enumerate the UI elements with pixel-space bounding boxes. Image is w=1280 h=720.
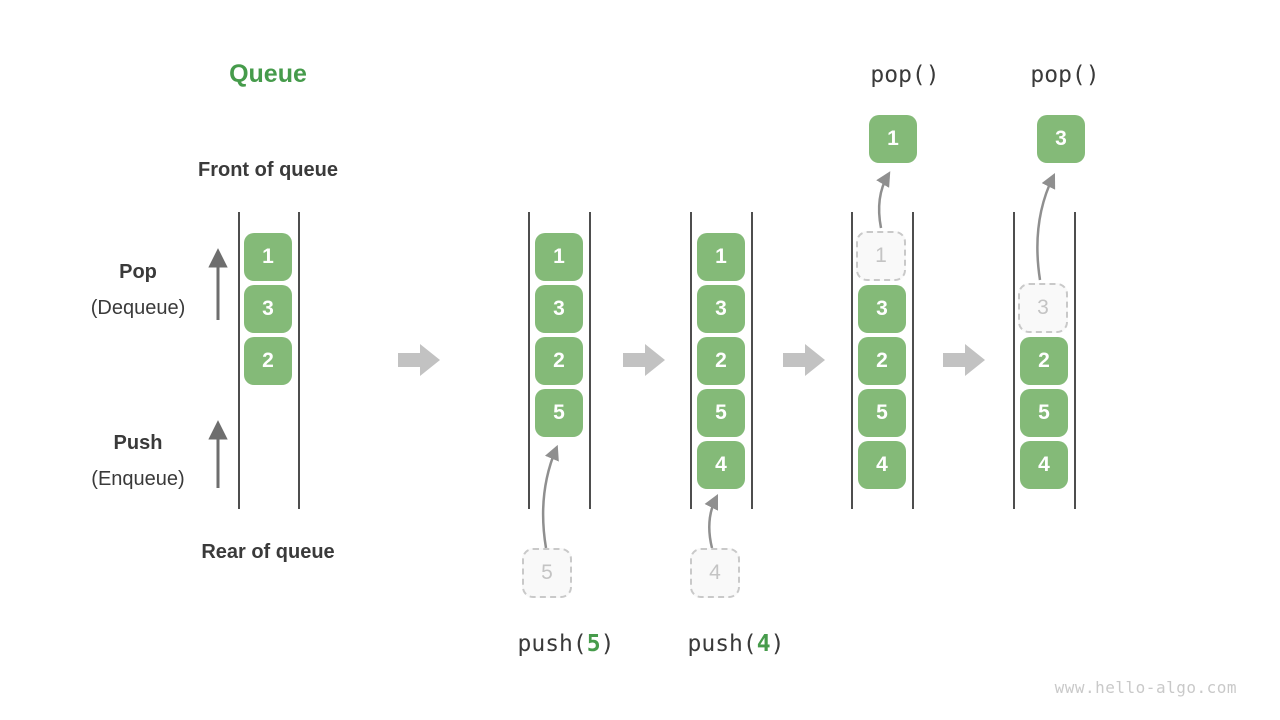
queue-item: 4 <box>697 441 745 489</box>
rear-of-queue-label: Rear of queue <box>201 541 335 563</box>
queue-item: 5 <box>697 389 745 437</box>
queue-item: 3 <box>697 285 745 333</box>
queue-item: 2 <box>1020 337 1068 385</box>
queue-item: 5 <box>1020 389 1068 437</box>
channel-wall <box>690 212 692 509</box>
queue-item: 1 <box>244 233 292 281</box>
queue-item: 4 <box>1020 441 1068 489</box>
queue-item: 2 <box>535 337 583 385</box>
next-step-arrow-icon <box>783 344 825 376</box>
front-of-queue-label: Front of queue <box>198 159 338 181</box>
popped-item: 3 <box>1037 115 1085 163</box>
queue-item: 5 <box>535 389 583 437</box>
queue-item: 3 <box>858 285 906 333</box>
queue-item: 2 <box>697 337 745 385</box>
next-step-arrow-icon <box>623 344 665 376</box>
queue-item: 4 <box>858 441 906 489</box>
queue-item: 3 <box>244 285 292 333</box>
queue-item: 3 <box>535 285 583 333</box>
channel-wall <box>1074 212 1076 509</box>
diagram-title: Queue <box>229 60 307 88</box>
channel-wall <box>298 212 300 509</box>
removed-item-ghost: 3 <box>1018 283 1068 333</box>
next-step-arrow-icon <box>398 344 440 376</box>
incoming-item-ghost: 5 <box>522 548 572 598</box>
push-alias-label: (Enqueue) <box>91 468 185 490</box>
queue-item: 1 <box>535 233 583 281</box>
channel-wall <box>589 212 591 509</box>
pop-label: Pop <box>119 261 157 283</box>
channel-wall <box>751 212 753 509</box>
pop-curve-arrow-icon <box>876 171 891 229</box>
pop-curve-arrow-icon <box>1036 172 1056 281</box>
channel-wall <box>851 212 853 509</box>
popped-item: 1 <box>869 115 917 163</box>
next-step-arrow-icon <box>943 344 985 376</box>
push-label: Push <box>113 432 163 454</box>
watermark: www.hello-algo.com <box>1054 678 1237 697</box>
channel-wall <box>238 212 240 509</box>
incoming-item-ghost: 4 <box>690 548 740 598</box>
channel-wall <box>1013 212 1015 509</box>
push-curve-arrow-icon <box>541 444 559 549</box>
queue-item: 1 <box>697 233 745 281</box>
pop-operation-label: pop() <box>1030 62 1100 88</box>
channel-wall <box>912 212 914 509</box>
push-operation-label: push(5) <box>517 631 615 657</box>
pop-operation-label: pop() <box>870 62 940 88</box>
queue-item: 2 <box>858 337 906 385</box>
push-operation-label: push(4) <box>687 631 785 657</box>
queue-item: 5 <box>858 389 906 437</box>
removed-item-ghost: 1 <box>856 231 906 281</box>
push-curve-arrow-icon <box>704 493 719 549</box>
channel-wall <box>528 212 530 509</box>
queue-item: 2 <box>244 337 292 385</box>
pop-alias-label: (Dequeue) <box>90 297 186 319</box>
